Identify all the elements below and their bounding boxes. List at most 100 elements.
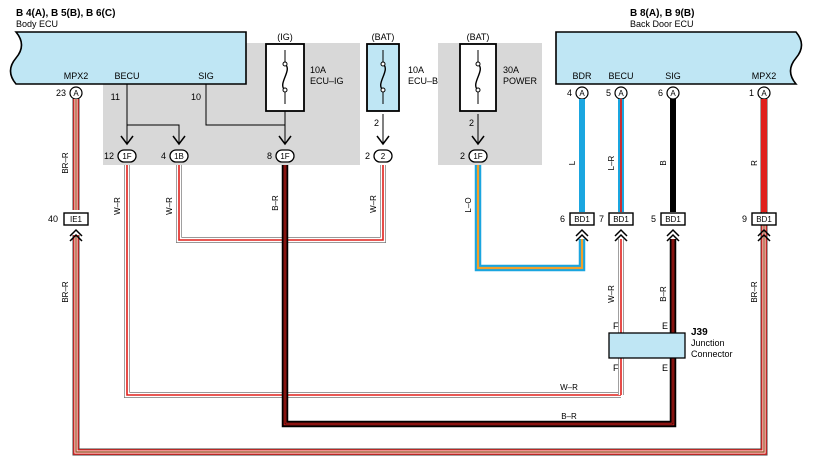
- connector-2-pin: 2: [365, 151, 370, 161]
- junction-connector-j39: F F E E J39 Junction Connector: [608, 321, 733, 373]
- body-ecu-name: Body ECU: [16, 19, 58, 29]
- connector-bd1-mpx2-pin: 9: [742, 214, 747, 224]
- wire-label-l: L: [568, 160, 577, 165]
- connector-bd1-sig: 5 BD1: [651, 212, 686, 242]
- connector-2: 2 2: [365, 135, 393, 163]
- wire-label-2-w-r: W–R: [369, 195, 378, 213]
- wire-label-l-r: L–R: [607, 155, 616, 170]
- connector-1f-becu-id: 1F: [122, 152, 131, 161]
- connector-ie1-id: IE1: [70, 215, 83, 224]
- connector-1b-pin: 4: [161, 151, 166, 161]
- connector-ie1: 40 IE1: [48, 212, 89, 242]
- fuse-power-name: POWER: [503, 76, 538, 86]
- back-door-ecu-pin-bdr-number: 4: [567, 88, 572, 98]
- wire-label-b: B: [659, 160, 668, 165]
- connector-1b: 4 1B: [161, 135, 189, 163]
- junction-id: J39: [691, 327, 708, 338]
- connector-1f-power-pin: 2: [460, 151, 465, 161]
- wire-w-r-body-1f: [124, 165, 621, 398]
- body-ecu-pin-mpx2-number: 23: [56, 88, 66, 98]
- junction-block-internal-wiring: [126, 84, 479, 144]
- back-door-ecu-name: Back Door ECU: [630, 19, 694, 29]
- connector-1f-sig-pin: 8: [267, 151, 272, 161]
- wire-label-mpx2-bottom: BR–R: [61, 281, 70, 303]
- connector-bd1-sig-pin: 5: [651, 214, 656, 224]
- fuse-power-rating: 30A: [503, 65, 519, 75]
- connector-1f-sig: 8 1F: [267, 135, 295, 163]
- connector-bd1-sig-id: BD1: [665, 215, 681, 224]
- wire-w-r-1b-to-2: [176, 165, 386, 243]
- wire-label-r: R: [750, 160, 759, 166]
- wire-label-l-o: L–O: [464, 197, 473, 212]
- connector-bd1-bdr-pin: 6: [560, 214, 565, 224]
- connector-1f-sig-id: 1F: [280, 152, 289, 161]
- back-door-ecu-connectors-label: B 8(A), B 9(B): [630, 8, 694, 19]
- junction-pin-e-bottom: E: [662, 363, 668, 373]
- connector-bd1-bdr-id: BD1: [574, 215, 590, 224]
- connector-bd1-mpx2-id: BD1: [756, 215, 772, 224]
- back-door-ecu-pin-mpx2-number: 1: [749, 88, 754, 98]
- wire-label-bd1-b-r: B–R: [659, 286, 668, 302]
- connector-1f-becu-pin: 12: [104, 151, 114, 161]
- connector-bd1-mpx2: 9 BD1: [742, 212, 777, 242]
- connector-1b-id: 1B: [174, 152, 184, 161]
- junction-line1: Junction: [691, 338, 725, 348]
- fuse-ecu-b: (BAT) 10A ECU–B: [366, 32, 438, 112]
- back-door-ecu-pin-becu-label: BECU: [608, 71, 633, 81]
- body-ecu-pin-becu-label: BECU: [114, 71, 139, 81]
- fuse-ecu-ig-header: (IG): [277, 32, 293, 42]
- body-ecu-pin-becu-number: 11: [111, 92, 120, 102]
- connector-bd1-becu: 7 BD1: [599, 212, 634, 242]
- body-ecu-pin-sig-label: SIG: [198, 71, 214, 81]
- back-door-ecu-pin-sig-label: SIG: [665, 71, 681, 81]
- fuse-power-header: (BAT): [467, 32, 490, 42]
- connector-bd1-bdr: 6 BD1: [560, 212, 595, 242]
- connector-1f-power-id: 1F: [473, 152, 482, 161]
- back-door-ecu-pin-becu-number: 5: [606, 88, 611, 98]
- body-ecu-pin-sig-number: 10: [191, 92, 201, 102]
- wire-label-bottom-b-r: B–R: [561, 412, 577, 421]
- junction-pin-f-top: F: [613, 321, 619, 331]
- junction-pin-f-bottom: F: [613, 363, 619, 373]
- connector-bd1-becu-id: BD1: [613, 215, 629, 224]
- connector-1f-power: 2 1F: [460, 135, 488, 163]
- back-door-ecu-box: [555, 31, 803, 85]
- back-door-ecu-pin-becu-connector-letter: A: [618, 89, 624, 98]
- fuse-ecu-b-name: ECU–B: [408, 76, 438, 86]
- wire-label-1b-w-r: W–R: [165, 197, 174, 215]
- fuse-power: (BAT) 30A POWER: [459, 32, 538, 112]
- connector-2-above-number: 2: [374, 118, 379, 128]
- wire-label-1f-b-r: B–R: [271, 195, 280, 211]
- wire-label-bd1-w-r: W–R: [607, 285, 616, 303]
- connector-1f-becu: 12 1F: [104, 135, 137, 163]
- body-ecu-pin-mpx2-connector-letter: A: [73, 89, 79, 98]
- back-door-ecu-pin-bdr-label: BDR: [572, 71, 592, 81]
- back-door-ecu-pin-bdr-connector-letter: A: [579, 89, 585, 98]
- back-door-ecu-pin-mpx2-connector-letter: A: [761, 89, 767, 98]
- fuse-ecu-ig: (IG) 10A ECU–IG: [265, 32, 344, 112]
- fuse-ecu-ig-rating: 10A: [310, 65, 326, 75]
- back-door-ecu-pin-mpx2-label: MPX2: [752, 71, 777, 81]
- connector-ie1-pin: 40: [48, 214, 58, 224]
- wire-label-mpx2-top: BR–R: [61, 152, 70, 174]
- back-door-ecu-pin-sig-number: 6: [658, 88, 663, 98]
- body-ecu-pin-mpx2-label: MPX2: [64, 71, 89, 81]
- body-ecu-connectors-label: B 4(A), B 5(B), B 6(C): [16, 8, 115, 19]
- fuse-ecu-b-rating: 10A: [408, 65, 424, 75]
- body-ecu-box: [9, 31, 247, 85]
- fuse-ecu-b-header: (BAT): [372, 32, 395, 42]
- connector-1f-power-above-number: 2: [469, 118, 474, 128]
- junction-pin-e-top: E: [662, 321, 668, 331]
- connector-bd1-becu-pin: 7: [599, 214, 604, 224]
- junction-line2: Connector: [691, 349, 733, 359]
- wire-label-bottom-w-r: W–R: [560, 383, 578, 392]
- wire-label-bd1-br-r: BR–R: [750, 281, 759, 303]
- wire-br-r-mpx2: [72, 99, 768, 456]
- fuse-ecu-ig-name: ECU–IG: [310, 76, 344, 86]
- wire-b-r-body-1f: [281, 165, 677, 428]
- back-door-ecu-pin-sig-connector-letter: A: [670, 89, 676, 98]
- wire-l-o: [474, 165, 586, 272]
- wire-label-1f-w-r: W–R: [113, 197, 122, 215]
- connector-2-id: 2: [381, 152, 386, 161]
